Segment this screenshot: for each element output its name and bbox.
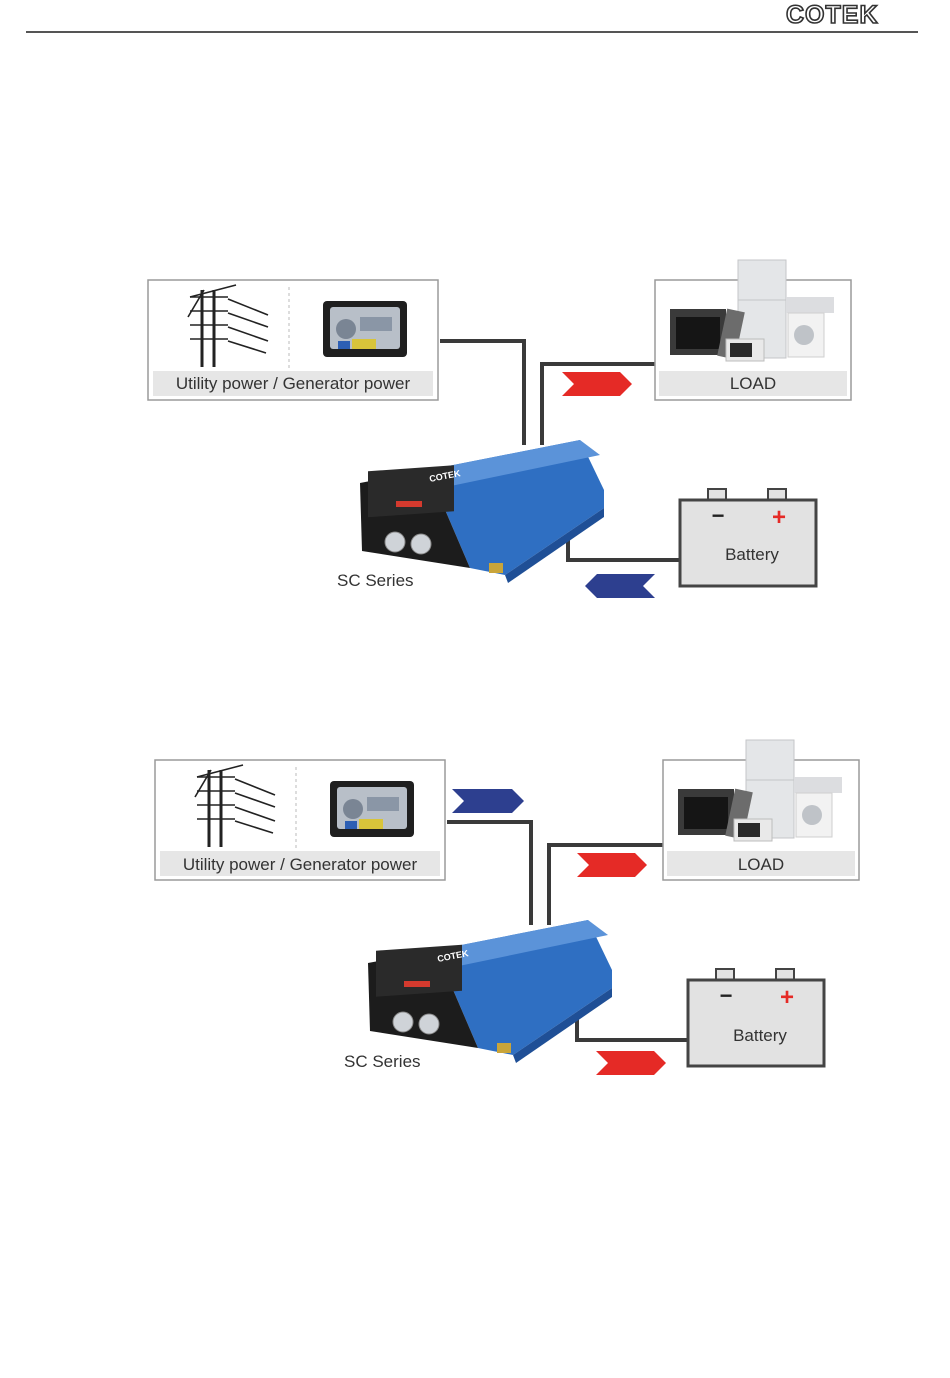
battery-wire bbox=[577, 1015, 688, 1040]
load-label: LOAD bbox=[730, 374, 776, 393]
red-arrow-to-battery bbox=[596, 1051, 666, 1075]
load-box: LOAD bbox=[663, 740, 859, 880]
device-label: SC Series bbox=[344, 1052, 421, 1071]
diagram-2: Utility power / Generator power LOAD bbox=[0, 735, 950, 1115]
blue-arrow-from-battery bbox=[585, 574, 655, 598]
appliances-icon bbox=[678, 740, 842, 841]
battery-plus: + bbox=[772, 504, 786, 531]
load-box: LOAD bbox=[655, 260, 851, 400]
battery-minus: − bbox=[720, 983, 733, 1008]
diagram-1: Utility power / Generator power LOAD bbox=[0, 255, 950, 635]
source-label: Utility power / Generator power bbox=[176, 374, 411, 393]
source-box: Utility power / Generator power bbox=[155, 760, 445, 880]
red-arrow-to-load bbox=[562, 372, 632, 396]
battery-label: Battery bbox=[725, 545, 779, 564]
battery-label: Battery bbox=[733, 1026, 787, 1045]
battery-plus: + bbox=[780, 984, 794, 1011]
blue-arrow-from-source bbox=[452, 789, 524, 813]
appliances-icon bbox=[670, 260, 834, 361]
generator-icon bbox=[330, 781, 414, 837]
source-box: Utility power / Generator power bbox=[148, 280, 438, 400]
header-rule bbox=[26, 31, 918, 33]
battery-box: − + Battery bbox=[680, 489, 816, 586]
battery-minus: − bbox=[712, 503, 725, 528]
source-wire bbox=[447, 822, 531, 925]
source-label: Utility power / Generator power bbox=[183, 855, 418, 874]
red-arrow-to-load bbox=[577, 853, 647, 877]
cotek-logo: COTEK bbox=[784, 0, 924, 30]
svg-text:COTEK: COTEK bbox=[786, 1, 879, 29]
generator-icon bbox=[323, 301, 407, 357]
battery-box: − + Battery bbox=[688, 969, 824, 1066]
battery-wire bbox=[568, 535, 680, 560]
device-label: SC Series bbox=[337, 571, 414, 590]
load-label: LOAD bbox=[738, 855, 784, 874]
source-wire bbox=[440, 341, 524, 445]
